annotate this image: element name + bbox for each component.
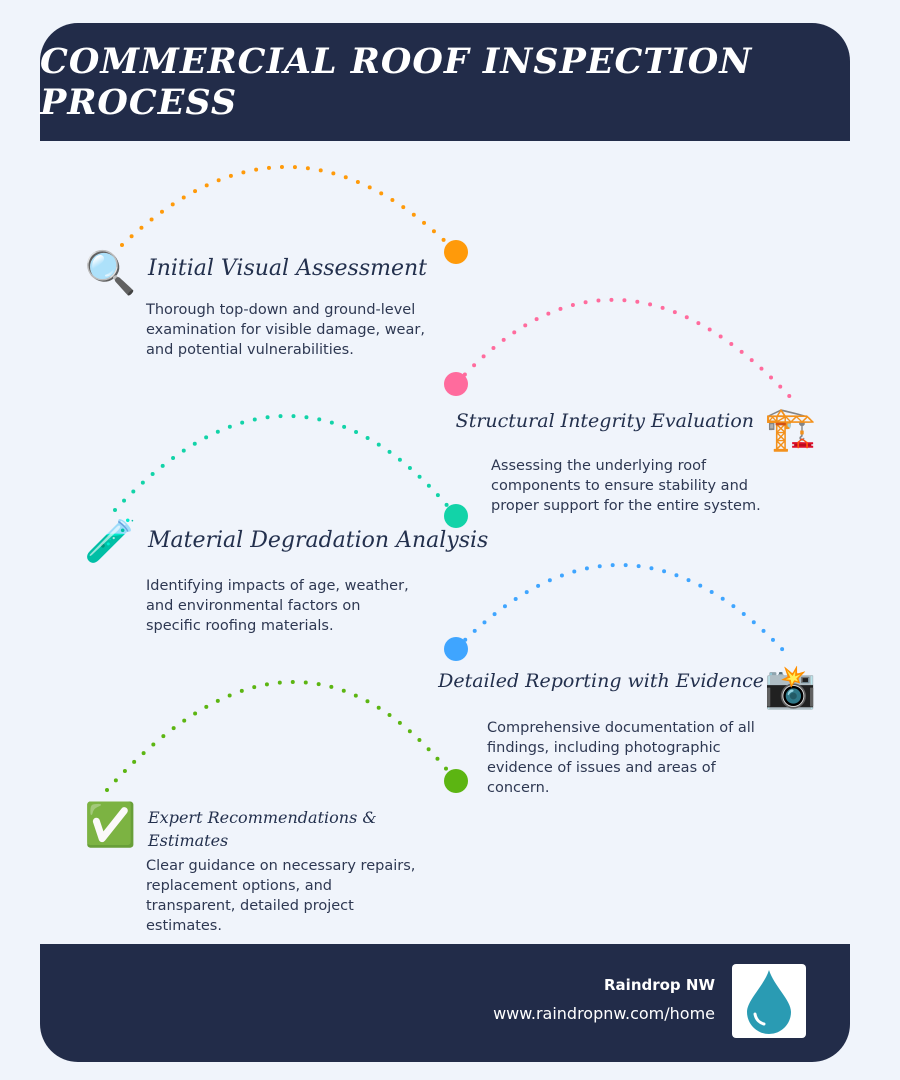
step-node-4 <box>444 637 468 661</box>
step-1-description: Thorough top-down and ground-level exami… <box>146 302 425 358</box>
crane-icon: 🏗️ <box>764 404 817 453</box>
raindrop-logo-icon <box>732 964 806 1038</box>
step-node-5 <box>444 769 468 793</box>
step-4-title: Detailed Reporting with Evidence <box>438 670 764 692</box>
step-3-title: Material Degradation Analysis <box>148 528 489 553</box>
step-3-description: Identifying impacts of age, weather, and… <box>146 578 409 634</box>
step-1-title: Initial Visual Assessment <box>148 256 428 281</box>
check-mark-icon: ✅ <box>84 800 137 849</box>
step-5-description: Clear guidance on necessary repairs, rep… <box>146 858 416 934</box>
step-node-2 <box>444 372 468 396</box>
step-2-title: Structural Integrity Evaluation <box>455 410 754 432</box>
dotted-arc-4 <box>454 563 785 652</box>
website-link[interactable]: www.raindropnw.com/home <box>493 1004 715 1023</box>
dotted-arc-3 <box>113 414 458 518</box>
magnifying-glass-icon: 🔍 <box>84 248 137 297</box>
step-5-title: Expert Recommendations & Estimates <box>148 808 377 850</box>
brand-name: Raindrop NW <box>604 976 715 994</box>
step-node-1 <box>444 240 468 264</box>
step-node-3 <box>444 504 468 528</box>
dotted-arc-2 <box>454 298 795 402</box>
test-tube-icon: 🧪 <box>84 516 137 565</box>
header-banner: COMMERCIAL ROOF INSPECTION PROCESS <box>40 23 850 141</box>
footer: Raindrop NW www.raindropnw.com/home <box>40 944 850 1062</box>
dotted-arc-1 <box>120 165 458 254</box>
camera-flash-icon: 📸 <box>764 662 817 711</box>
step-4-description: Comprehensive documentation of all findi… <box>487 720 755 796</box>
dotted-arc-5 <box>105 680 458 792</box>
page-title: COMMERCIAL ROOF INSPECTION PROCESS <box>40 41 753 123</box>
step-2-description: Assessing the underlying roof components… <box>491 458 761 514</box>
